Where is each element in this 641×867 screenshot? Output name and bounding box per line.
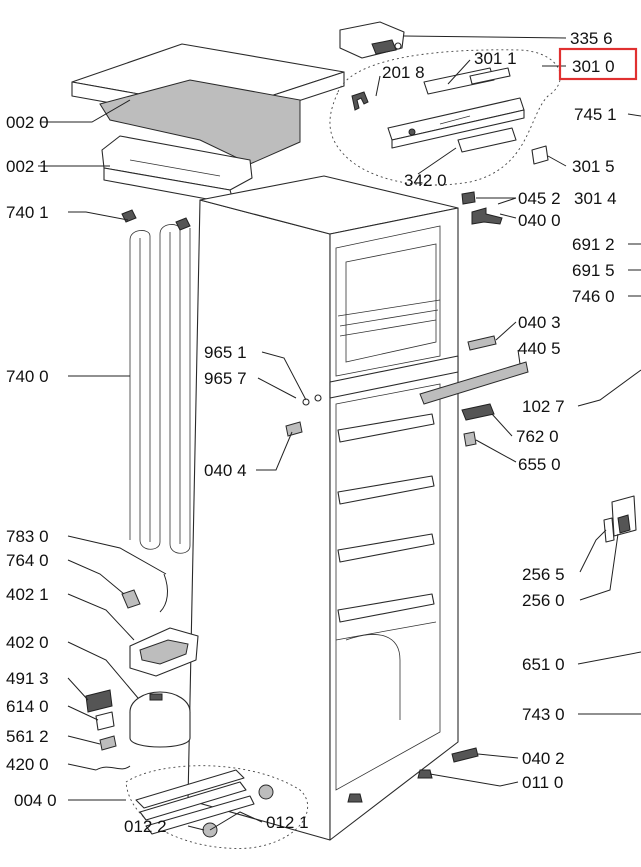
part-label[interactable]: 342 0 [404, 171, 447, 190]
thermostat-group-outline [329, 49, 561, 186]
leader-lines [38, 35, 641, 831]
thermostat-panel-part [351, 67, 525, 153]
label-plate-part [531, 145, 549, 165]
part-label[interactable]: 011 0 [522, 773, 563, 792]
part-label[interactable]: 040 2 [522, 749, 565, 768]
part-label[interactable]: 045 2 [518, 189, 561, 208]
part-label[interactable]: 691 2 [572, 235, 615, 254]
drain-tube-part [159, 573, 168, 613]
part-label[interactable]: 655 0 [518, 455, 561, 474]
part-label[interactable]: 301 1 [474, 49, 517, 68]
part-label[interactable]: 256 5 [522, 565, 565, 584]
part-label[interactable]: 491 3 [6, 669, 49, 688]
connector-part [99, 735, 117, 751]
part-label[interactable]: 102 7 [522, 397, 565, 416]
door-hinge-part [603, 495, 637, 543]
shelf-strip-part [419, 361, 529, 405]
part-labels: 335 6 201 8 301 1 301 0 745 1 301 5 342 … [6, 29, 617, 836]
part-label[interactable]: 402 0 [6, 633, 49, 652]
filter-drier-part [95, 765, 131, 771]
part-label[interactable]: 614 0 [6, 697, 49, 716]
part-label[interactable]: 420 0 [6, 755, 49, 774]
drip-tray-part [129, 627, 199, 677]
part-label[interactable]: 965 7 [204, 369, 247, 388]
switch-part [463, 431, 477, 447]
part-label[interactable]: 201 8 [382, 63, 425, 82]
selected-part-highlight [558, 47, 638, 81]
part-label[interactable]: 561 2 [6, 727, 49, 746]
part-label[interactable]: 002 0 [6, 113, 49, 132]
adjustable-foot-part [347, 793, 363, 803]
part-label[interactable]: 440 5 [518, 339, 561, 358]
compressor-part [129, 691, 191, 748]
foot-part [258, 784, 274, 800]
part-label[interactable]: 740 1 [6, 203, 49, 222]
part-label[interactable]: 743 0 [522, 705, 565, 724]
top-cover-part [71, 43, 345, 165]
part-label[interactable]: 002 1 [6, 157, 49, 176]
part-label[interactable]: 040 4 [204, 461, 247, 480]
base-frame-part [135, 769, 255, 835]
part-label[interactable]: 301 5 [572, 157, 615, 176]
part-label[interactable]: 335 6 [570, 29, 613, 48]
exploded-view-illustration [71, 21, 637, 849]
part-label[interactable]: 040 3 [518, 313, 561, 332]
condenser-part [121, 209, 191, 554]
part-label[interactable]: 040 0 [518, 211, 561, 230]
part-label[interactable]: 691 5 [572, 261, 615, 280]
part-label[interactable]: 762 0 [516, 427, 559, 446]
lamp-part [461, 403, 495, 421]
part-label[interactable]: 402 1 [6, 585, 49, 604]
screw-part [314, 394, 322, 402]
part-label[interactable]: 745 1 [574, 105, 617, 124]
part-label[interactable]: 004 0 [14, 791, 57, 810]
relay-part [85, 689, 113, 713]
hinge-part [471, 207, 503, 225]
hinge-clip-part [285, 421, 303, 437]
hinge-bottom-part [451, 747, 479, 763]
drain-plug-part [121, 589, 141, 609]
bracket-part [467, 335, 497, 351]
part-label[interactable]: 301 4 [574, 189, 617, 208]
part-label[interactable]: 256 0 [522, 591, 565, 610]
small-label-part [461, 191, 476, 205]
part-label[interactable]: 965 1 [204, 343, 247, 362]
base-group-outline [125, 765, 309, 849]
part-label[interactable]: 012 1 [266, 813, 309, 832]
part-label[interactable]: 012 2 [124, 817, 167, 836]
part-label[interactable]: 783 0 [6, 527, 49, 546]
control-module-part [339, 21, 405, 59]
part-label[interactable]: 740 0 [6, 367, 49, 386]
part-label[interactable]: 651 0 [522, 655, 565, 674]
cabinet-part [187, 175, 459, 841]
part-label[interactable]: 764 0 [6, 551, 49, 570]
starter-part [95, 711, 115, 731]
part-label[interactable]: 746 0 [572, 287, 615, 306]
adjustable-foot-part [417, 769, 433, 779]
part-label[interactable]: 301 0 [572, 57, 615, 76]
